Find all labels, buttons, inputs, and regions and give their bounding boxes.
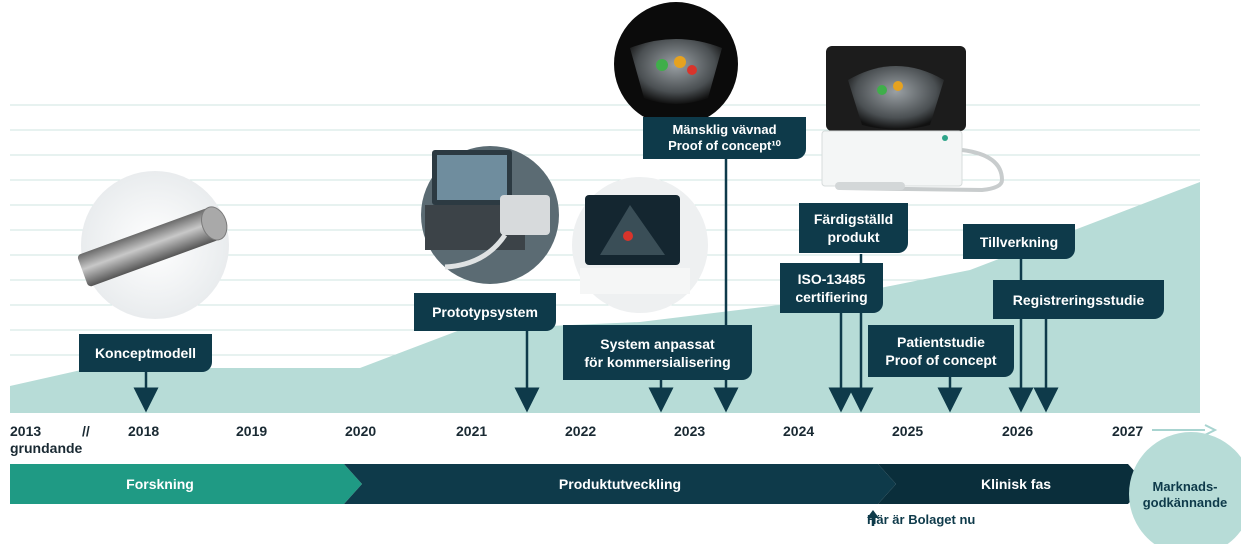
here-arrowhead (867, 510, 879, 518)
system-screen-photo (572, 177, 708, 313)
marknad-circle (1129, 432, 1241, 544)
phase-label-klinisk: Klinisk fas (980, 476, 1052, 492)
year-label: 2024 (783, 423, 815, 439)
phase-bar-forskning (10, 464, 362, 504)
milestone-system-anpassat: System anpassat för kommersialisering (563, 325, 752, 380)
prototype-laptop-photo (421, 146, 559, 284)
final-product-device-photo (821, 46, 1005, 193)
grundande-label: grundande (10, 440, 83, 456)
milestone-patientstudie: Patientstudie Proof of concept (868, 325, 1014, 377)
phase-bar-produktutveckling (344, 464, 896, 504)
year-label: 2013 (10, 423, 42, 439)
year-label: 2023 (674, 423, 706, 439)
milestone-fardigstalld: Färdigställd produkt (799, 203, 908, 253)
year-label: 2019 (236, 423, 268, 439)
year-label: 2018 (128, 423, 160, 439)
here-label: Här är Bolaget nu (867, 512, 976, 527)
tissue-ultrasound-photo (614, 2, 738, 126)
axis-extension-arrowhead (1204, 424, 1218, 436)
milestone-registreringsstudie: Registreringsstudie (993, 280, 1164, 319)
year-label: 2026 (1002, 423, 1034, 439)
milestone-mansklig-vavnad: Mänsklig vävnad Proof of concept¹⁰ (643, 117, 806, 159)
phase-label-produktutveckling: Produktutveckling (558, 476, 682, 492)
milestone-iso: ISO-13485 certifiering (780, 263, 883, 313)
year-label: 2025 (892, 423, 924, 439)
milestone-tillverkning: Tillverkning (963, 224, 1075, 259)
year-label: 2021 (456, 423, 488, 439)
year-label: 2022 (565, 423, 597, 439)
milestone-konceptmodell: Konceptmodell (79, 334, 212, 372)
phase-label-forskning: Forskning (126, 476, 194, 492)
milestone-prototypsystem: Prototypsystem (414, 293, 556, 331)
year-separator: // (82, 423, 90, 439)
marknadsgodkannande-label: Marknads- godkännande (1142, 479, 1228, 510)
year-label: 2027 (1112, 423, 1144, 439)
phase-bar-klinisk (878, 464, 1146, 504)
year-label: 2020 (345, 423, 377, 439)
probe-photo (77, 171, 229, 319)
